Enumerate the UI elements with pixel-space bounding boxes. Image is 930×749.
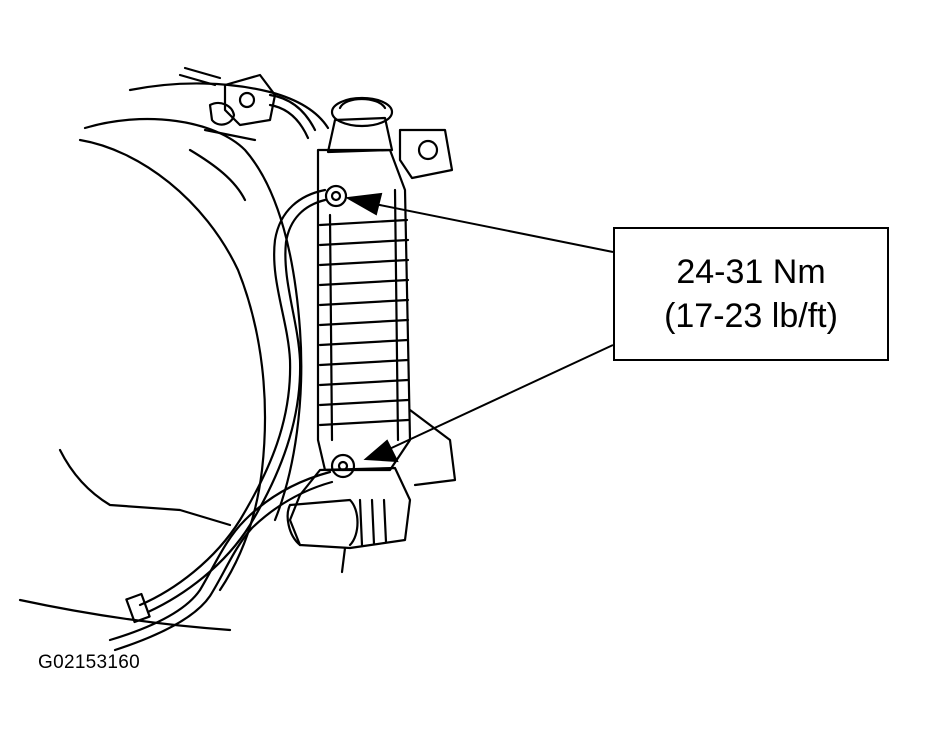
top-clip xyxy=(208,101,236,126)
line-clamp xyxy=(125,592,151,624)
radiator-neck xyxy=(326,116,394,154)
radiator-cap xyxy=(330,96,394,128)
radiator-tank-ribs xyxy=(318,218,410,427)
radiator-tank-outline xyxy=(316,148,412,472)
cooler-line-upper-parallel xyxy=(146,198,327,614)
radiator-tank-side-edge xyxy=(328,188,400,442)
drain-cylinder xyxy=(286,498,359,547)
shroud-left-detail xyxy=(58,448,232,527)
bracket-bolt xyxy=(238,91,256,109)
arrowhead-lower xyxy=(363,439,399,463)
figure-id: G02153160 xyxy=(38,652,141,673)
lower-housing-ribs xyxy=(358,498,388,547)
upper-fitting xyxy=(324,184,348,208)
torque-callout: 24-31 Nm (17-23 lb/ft) xyxy=(613,227,889,361)
shroud-flange xyxy=(188,128,257,202)
leader-line-lower xyxy=(384,344,614,452)
torque-imperial: (17-23 lb/ft) xyxy=(664,297,838,335)
lower-right-bracket xyxy=(408,408,457,487)
top-bracket xyxy=(223,73,277,127)
shroud-bottom-edge xyxy=(18,598,232,632)
cooler-line-lower-parallel xyxy=(113,480,334,652)
cooler-line-upper xyxy=(138,188,327,607)
lower-fitting xyxy=(330,453,356,479)
drain-stem xyxy=(340,546,347,574)
top-hose-strap xyxy=(178,66,222,87)
fan-shroud-outline xyxy=(83,117,303,522)
leader-line-upper xyxy=(369,202,614,253)
lower-housing xyxy=(288,466,412,550)
top-right-bracket xyxy=(398,128,454,180)
arrowhead-upper xyxy=(344,192,383,216)
top-right-bolt xyxy=(417,139,439,161)
upper-fitting-core xyxy=(330,190,342,202)
radiator-cap-top xyxy=(338,97,387,110)
torque-metric: 24-31 Nm xyxy=(676,253,826,291)
top-line-run xyxy=(268,93,317,140)
fan-shroud-top-edge xyxy=(128,82,330,130)
cooler-line-lower xyxy=(108,470,332,642)
